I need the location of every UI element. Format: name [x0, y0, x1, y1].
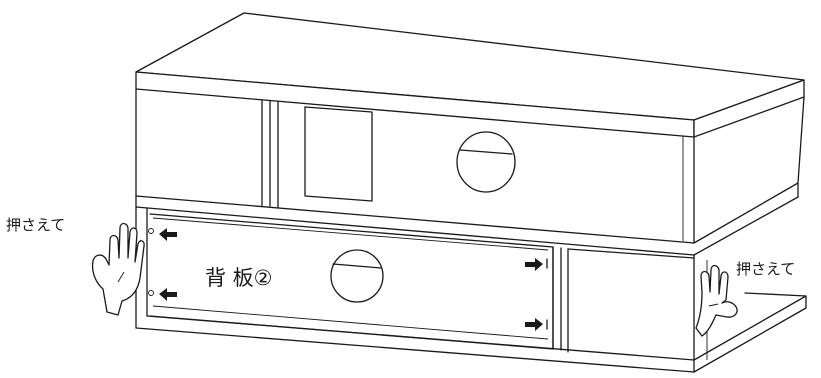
cable-hole-upper [456, 131, 516, 193]
pressing-hand-right-icon [695, 264, 738, 337]
arrow-left-icon [159, 228, 177, 241]
arrow-left-icon [159, 288, 177, 301]
push-arrows [159, 228, 543, 331]
upper-cabinet [135, 12, 805, 256]
back-panel-label: 背 板② [205, 266, 273, 290]
arrow-right-icon [525, 258, 543, 271]
pressing-hand-left-icon [91, 222, 145, 316]
screw-icon [148, 228, 154, 234]
press-label-right: 押さえて [736, 260, 795, 278]
lower-unit [135, 206, 807, 373]
arrow-right-icon [525, 318, 543, 331]
screw-icon [148, 290, 154, 296]
press-label-left: 押さえて [6, 216, 65, 234]
